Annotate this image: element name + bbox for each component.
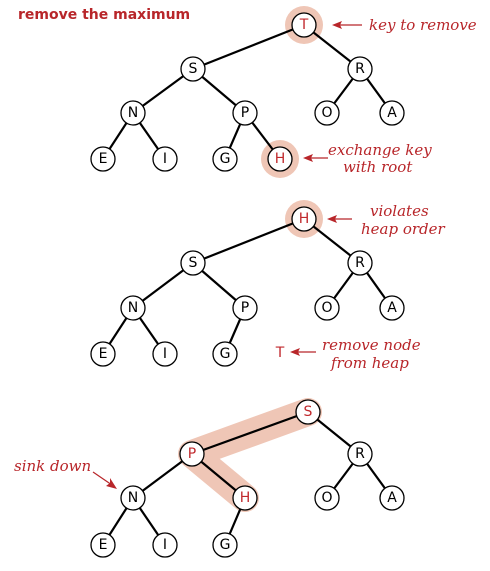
node-6: A [379, 295, 405, 321]
node-1: P [179, 441, 205, 467]
removed-node: T [275, 345, 285, 361]
annotation-remove-1: remove node [322, 336, 421, 354]
node-4: P [232, 295, 258, 321]
svg-text:O: O [321, 300, 332, 316]
node-9: G [212, 532, 238, 558]
svg-text:S: S [189, 61, 198, 77]
node-5: O [314, 295, 340, 321]
node-4: P [232, 100, 258, 126]
svg-text:P: P [241, 300, 249, 316]
annotation-exchange-1: exchange key [328, 141, 432, 159]
node-9: G [212, 146, 238, 172]
svg-text:N: N [128, 300, 138, 316]
svg-text:R: R [355, 255, 365, 271]
node-7: E [90, 341, 116, 367]
node-5: O [314, 485, 340, 511]
node-4: H [232, 485, 258, 511]
arrow-sink-down [92, 471, 117, 489]
svg-text:A: A [387, 300, 397, 316]
node-6: A [379, 100, 405, 126]
node-5: O [314, 100, 340, 126]
node-3: N [120, 485, 146, 511]
svg-text:E: E [99, 537, 108, 553]
annotation-exchange-2: with root [343, 158, 413, 176]
node-7: E [90, 532, 116, 558]
panel-3: S P R N H O A E I G sink down [14, 398, 405, 558]
svg-text:G: G [220, 346, 231, 362]
svg-text:E: E [99, 151, 108, 167]
node-3: N [120, 295, 146, 321]
svg-text:I: I [163, 537, 167, 553]
node-9: G [212, 341, 238, 367]
svg-text:S: S [304, 404, 313, 420]
node-2: R [347, 250, 373, 276]
node-root: H [291, 206, 317, 232]
panel-1: T S R N P O A E I G H key to remove exch… [90, 6, 477, 178]
svg-text:O: O [321, 105, 332, 121]
svg-text:G: G [220, 537, 231, 553]
arrow-remove-node [290, 348, 316, 356]
annotation-sink-down: sink down [14, 457, 91, 475]
node-root: T [291, 12, 317, 38]
panel-2: H S R N P O A E I G T violates heap orde… [90, 200, 446, 372]
svg-text:P: P [188, 446, 196, 462]
annotation-remove-2: from heap [330, 354, 409, 372]
svg-text:A: A [387, 490, 397, 506]
arrow-violates [327, 215, 352, 223]
node-1: S [180, 56, 206, 82]
node-root: S [295, 399, 321, 425]
node-3: N [120, 100, 146, 126]
node-2: R [347, 441, 373, 467]
svg-text:I: I [163, 151, 167, 167]
node-1: S [180, 250, 206, 276]
node-8: I [152, 146, 178, 172]
svg-text:T: T [299, 17, 309, 33]
svg-text:H: H [275, 151, 286, 167]
svg-text:S: S [189, 255, 198, 271]
svg-text:G: G [220, 151, 231, 167]
svg-text:H: H [299, 211, 310, 227]
svg-text:I: I [163, 346, 167, 362]
svg-text:N: N [128, 490, 138, 506]
annotation-violates-1: violates [370, 202, 429, 220]
diagram-title: remove the maximum [18, 7, 190, 23]
svg-text:N: N [128, 105, 138, 121]
arrow-exchange [303, 154, 328, 162]
svg-text:A: A [387, 105, 397, 121]
node-7: E [90, 146, 116, 172]
svg-text:H: H [240, 490, 251, 506]
svg-text:R: R [355, 446, 365, 462]
sink-path-highlight [178, 398, 322, 512]
arrow-key-to-remove [332, 21, 362, 29]
node-6: A [379, 485, 405, 511]
svg-text:E: E [99, 346, 108, 362]
node-8: I [152, 341, 178, 367]
svg-text:P: P [241, 105, 249, 121]
annotation-violates-2: heap order [361, 220, 446, 238]
svg-text:R: R [355, 61, 365, 77]
svg-text:O: O [321, 490, 332, 506]
node-8: I [152, 532, 178, 558]
node-2: R [347, 56, 373, 82]
node-10: H [267, 146, 293, 172]
annotation-key-to-remove: key to remove [369, 16, 477, 34]
